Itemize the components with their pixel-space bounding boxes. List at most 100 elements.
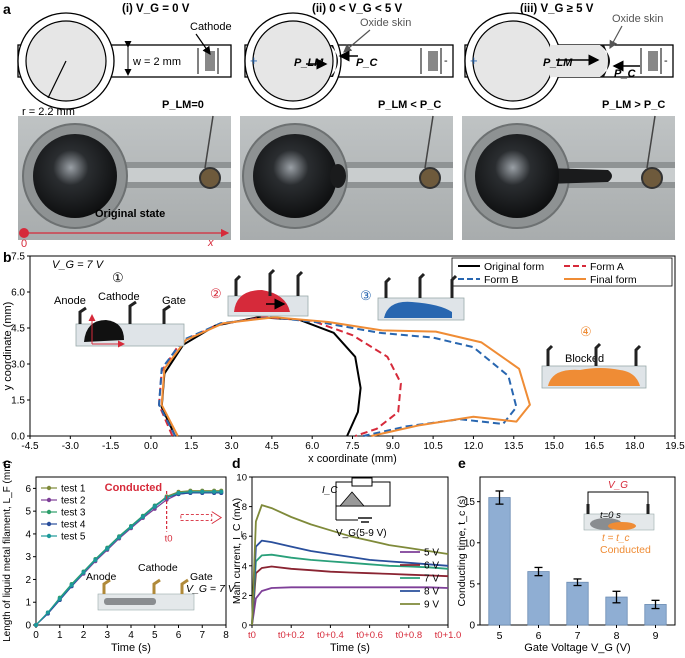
c-ytick-label: 6 xyxy=(25,484,31,495)
d-vg-label: V_G(5-9 V) xyxy=(336,528,387,539)
b-xtick-label: 15.0 xyxy=(544,441,564,452)
c-ytick-label: 4 xyxy=(25,529,31,540)
schematic-2-title: (ii) 0 < V_G < 5 V xyxy=(312,3,402,15)
b-xtick-label: 10.5 xyxy=(423,441,443,452)
schematic-2: (ii) 0 < V_G < 5 V + - Oxide skin P_LM P… xyxy=(244,3,454,111)
inset-3-gate xyxy=(450,274,458,298)
b-xtick-label: -1.5 xyxy=(102,441,120,452)
schematic-1-title: (i) V_G = 0 V xyxy=(122,3,190,15)
inset-1-anode xyxy=(78,306,87,324)
d-xtick-label: t0+0.6 xyxy=(356,630,383,641)
cathode-pad-3 xyxy=(648,51,658,71)
d-ytick-label: 2 xyxy=(242,591,247,602)
radius-line xyxy=(47,60,67,99)
inset-3-cathode xyxy=(418,272,426,298)
original-state-label: Original state xyxy=(95,208,165,220)
oxide-label-2: Oxide skin xyxy=(360,17,411,29)
plus-sign-3: + xyxy=(470,53,478,68)
c-legend-marker xyxy=(46,497,52,503)
cathode-arrow-1 xyxy=(195,33,211,55)
width-label: w = 2 mm xyxy=(132,56,181,68)
cathode-label-1: Cathode xyxy=(190,21,232,33)
inset-2-gate xyxy=(296,270,304,296)
step-3-label: ③ xyxy=(360,288,372,303)
d-xlabel: Time (s) xyxy=(330,642,370,654)
inset-3-lm xyxy=(384,301,452,318)
d-legend-entry: 5 V xyxy=(424,548,439,559)
pressure-label-2: P_LM < P_C xyxy=(378,99,441,111)
schematic-3-title: (iii) V_G ≥ 5 V xyxy=(520,3,594,15)
c-point xyxy=(105,546,110,551)
c-legend-marker xyxy=(46,509,52,515)
b-legend-entry: Form B xyxy=(484,274,518,286)
b-xlabel: x coordinate (mm) xyxy=(308,453,397,465)
d-legend-entry: 8 V xyxy=(424,587,439,598)
d-ytick-label: 6 xyxy=(242,532,247,543)
inset-4-anode xyxy=(546,344,554,366)
cathode-pad-1 xyxy=(205,51,215,71)
c-point xyxy=(188,489,193,494)
d-frame xyxy=(251,476,449,626)
c-legend-entry: test 4 xyxy=(61,520,86,531)
c-legend-marker xyxy=(46,521,52,527)
cathode-label-b: Cathode xyxy=(98,291,140,303)
e-bar xyxy=(566,581,589,626)
gate-label-b: Gate xyxy=(162,295,186,307)
c-cathode-label: Cathode xyxy=(138,562,178,574)
inset-2-anode xyxy=(234,274,242,296)
d-ytick-label: 0 xyxy=(242,621,247,632)
inset-1-gate xyxy=(162,304,171,324)
c-xtick-label: 5 xyxy=(152,630,158,641)
c-conducted-arrow xyxy=(180,514,213,522)
e-ytick-label: 0 xyxy=(469,621,475,632)
c-point xyxy=(200,489,205,494)
panel-label-d: d xyxy=(232,455,241,471)
c-legend-entry: test 1 xyxy=(61,484,86,495)
c-xtick-label: 3 xyxy=(104,630,110,641)
d-xtick-label: t0+1.0 xyxy=(435,630,462,641)
c-point xyxy=(81,570,86,575)
c-point xyxy=(57,596,62,601)
b-xtick-label: 3.0 xyxy=(225,441,239,452)
pressure-label-3: P_LM > P_C xyxy=(602,99,665,111)
inset-1-lm xyxy=(84,320,124,342)
pc-label-2: P_C xyxy=(356,57,378,69)
c-legend-marker xyxy=(46,485,52,491)
c-xtick-label: 7 xyxy=(199,630,205,641)
cathode-pad-2 xyxy=(428,51,438,71)
b-ytick-label: 0.0 xyxy=(11,432,25,443)
step-1-label: ① xyxy=(112,270,124,285)
b-xtick-label: 19.5 xyxy=(665,441,685,452)
oxide-arrow-2 xyxy=(343,29,371,53)
photo-2 xyxy=(240,115,453,240)
inset-2-cathode xyxy=(268,268,276,296)
c-point xyxy=(34,623,38,627)
b-series-4 xyxy=(160,316,531,437)
c-legend-entry: test 2 xyxy=(61,496,86,507)
panel-label-a: a xyxy=(3,1,11,17)
schematic-3: (iii) V_G ≥ 5 V + - Oxide skin P_LM P_C … xyxy=(464,3,674,111)
oxide-arrow-3 xyxy=(609,25,623,50)
d-legend-entry: 9 V xyxy=(424,600,439,611)
reservoir-inner-3 xyxy=(472,20,554,102)
c-legend-entry: test 3 xyxy=(61,508,86,519)
b-legend-entry: Final form xyxy=(590,274,637,286)
e-tc-label: t = t_c xyxy=(602,533,630,544)
b-ytick-label: 3.0 xyxy=(11,360,25,371)
c-xtick-label: 0 xyxy=(33,630,39,641)
inset-4-lm xyxy=(548,368,640,386)
d-xtick-label: t0+0.8 xyxy=(395,630,422,641)
inset-4-gate xyxy=(634,344,642,366)
d-ytick-label: 10 xyxy=(236,473,247,484)
minus-sign-3: - xyxy=(664,55,668,67)
vg-label-b: V_G = 7 V xyxy=(52,259,105,271)
oxide-label-3: Oxide skin xyxy=(612,13,663,25)
b-xtick-label: 4.5 xyxy=(265,441,279,452)
c-xtick-label: 1 xyxy=(57,630,63,641)
c-conducted-arrowhead xyxy=(211,511,223,524)
d-ic-label: I_C xyxy=(322,485,338,496)
e-vg-label: V_G xyxy=(608,480,628,491)
c-point xyxy=(69,583,74,588)
